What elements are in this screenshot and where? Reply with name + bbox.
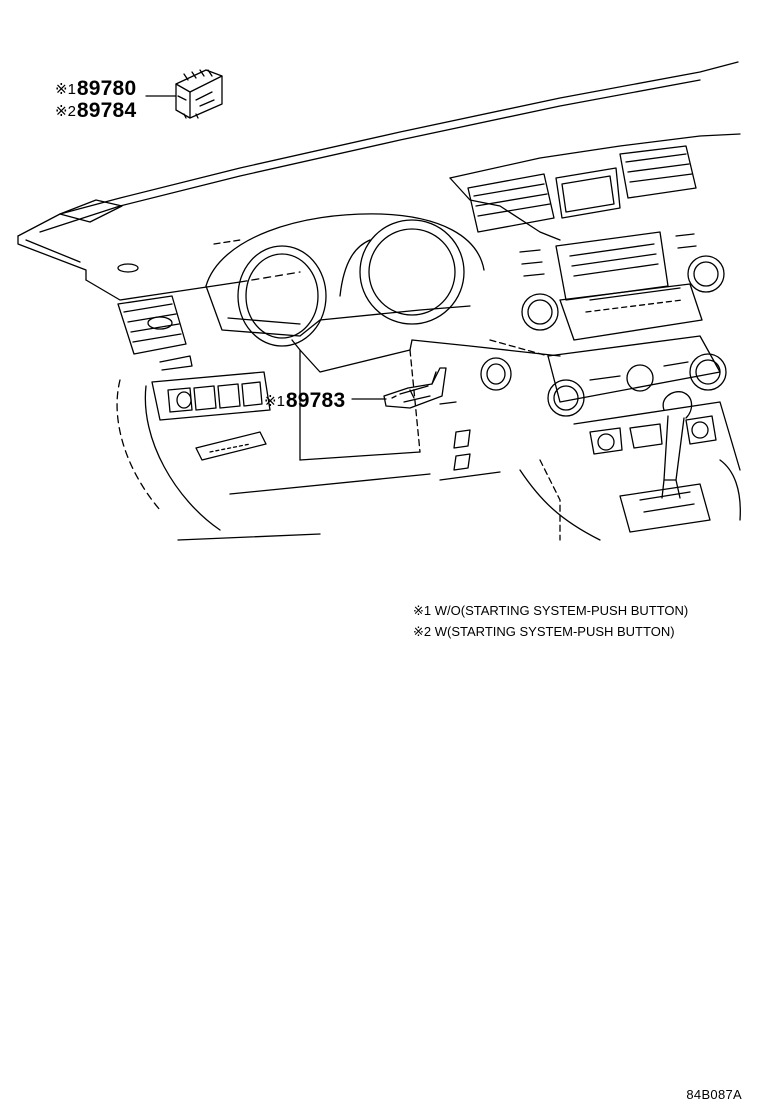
left-switch-panel bbox=[151, 371, 271, 421]
footnote-1: ※1 W/O(STARTING SYSTEM-PUSH BUTTON) bbox=[413, 600, 688, 621]
footnote-mark-2: ※2 bbox=[55, 103, 76, 120]
cluster-hood bbox=[205, 213, 485, 337]
footnote-2-text: W(STARTING SYSTEM-PUSH BUTTON) bbox=[434, 624, 675, 639]
footnote-2-mark: ※2 bbox=[413, 624, 432, 639]
lower-dash bbox=[116, 379, 471, 541]
center-stack bbox=[411, 133, 741, 417]
dashboard-illustration bbox=[17, 61, 741, 541]
leader-lines bbox=[145, 95, 387, 400]
callout-89783: ※189783 bbox=[264, 390, 345, 411]
gauges bbox=[237, 219, 465, 347]
footnote-mark-1: ※1 bbox=[264, 393, 285, 410]
left-defroster bbox=[59, 199, 139, 273]
module-89780-89784 bbox=[175, 69, 223, 119]
part-number-89780: 89780 bbox=[76, 77, 137, 100]
footnotes: ※1 W/O(STARTING SYSTEM-PUSH BUTTON) ※2 W… bbox=[413, 600, 688, 642]
part-number-89784: 89784 bbox=[76, 99, 137, 122]
sensor-89783 bbox=[383, 367, 447, 409]
part-number-89783: 89783 bbox=[285, 389, 346, 412]
steering-column bbox=[291, 339, 421, 461]
footnote-1-text: W/O(STARTING SYSTEM-PUSH BUTTON) bbox=[434, 603, 689, 618]
callout-89780: ※189780 bbox=[55, 78, 136, 99]
console-shifter bbox=[439, 391, 741, 541]
callout-89784: ※289784 bbox=[55, 100, 136, 121]
footnote-mark-1: ※1 bbox=[55, 81, 76, 98]
footnote-2: ※2 W(STARTING SYSTEM-PUSH BUTTON) bbox=[413, 621, 688, 642]
left-air-vent bbox=[117, 295, 193, 371]
footnote-1-mark: ※1 bbox=[413, 603, 432, 618]
dash-top-edge bbox=[17, 61, 739, 301]
diagram-code: 84B087A bbox=[686, 1087, 742, 1102]
